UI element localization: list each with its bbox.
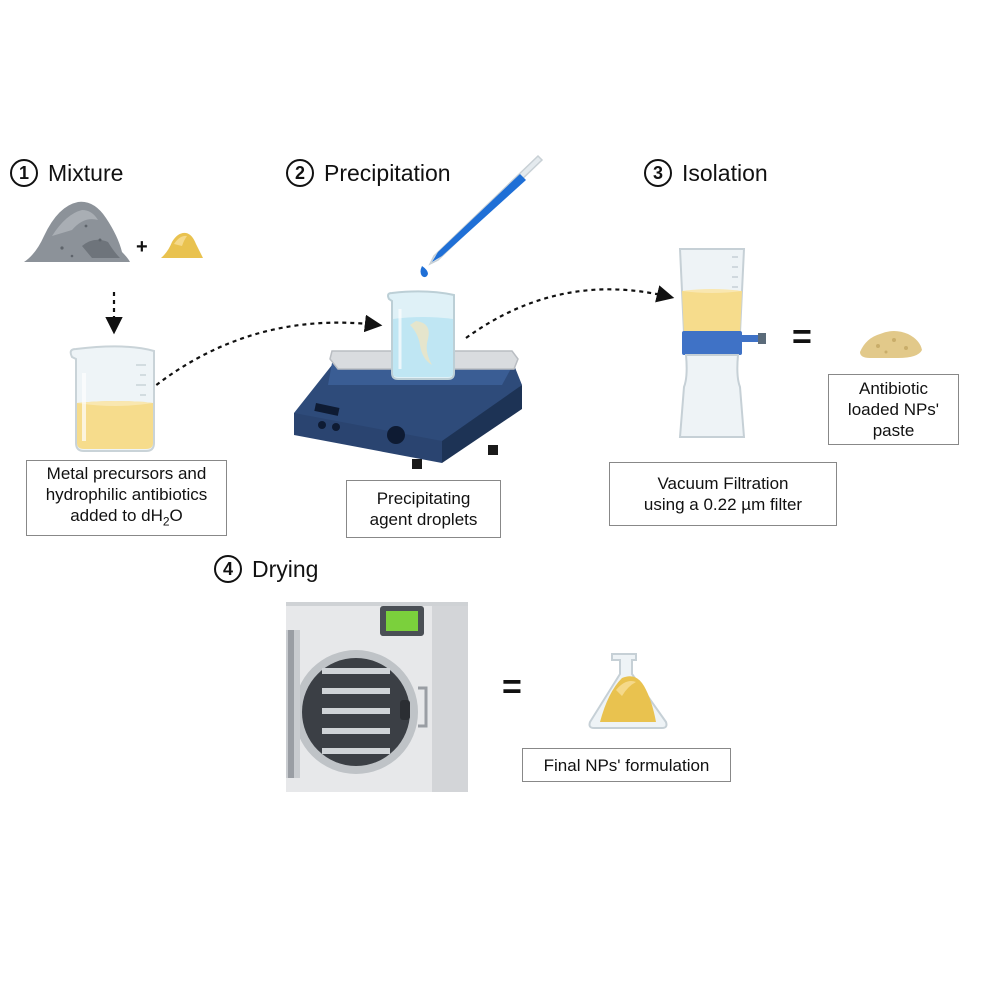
step-1-title: 1 Mixture xyxy=(10,159,123,187)
precipitation-label: Precipitating agent droplets xyxy=(346,480,501,538)
step-1-label: Mixture xyxy=(48,159,124,186)
step-4-number: 4 xyxy=(214,555,242,583)
step-4-title: 4 Drying xyxy=(214,555,318,583)
yellow-powder-pile-icon xyxy=(161,232,203,258)
isolation-label: Vacuum Filtration using a 0.22 µm filter xyxy=(609,462,837,526)
step-2-title: 2 Precipitation xyxy=(286,159,451,187)
beaker-with-solution-icon xyxy=(69,345,155,452)
conical-flask-powder-icon xyxy=(588,653,668,729)
step-4-label: Drying xyxy=(252,555,319,582)
final-formulation-label: Final NPs' formulation xyxy=(522,748,731,782)
step-2-label: Precipitation xyxy=(324,159,451,186)
step-3-label: Isolation xyxy=(682,159,768,186)
dropper-pipette-icon xyxy=(420,154,544,278)
vacuum-filter-unit-icon xyxy=(678,248,766,438)
grey-powder-pile-icon xyxy=(24,201,130,262)
step-3-number: 3 xyxy=(644,159,672,187)
plus-sign: + xyxy=(136,236,148,258)
step-1-number: 1 xyxy=(10,159,38,187)
equals-sign-isolation: = xyxy=(792,318,812,356)
freeze-dryer-icon xyxy=(286,602,468,792)
paste-label: Antibiotic loaded NPs' paste xyxy=(828,374,959,445)
equals-sign-drying: = xyxy=(502,668,522,706)
paste-pile-icon xyxy=(860,331,922,358)
precipitation-beaker-icon xyxy=(387,290,455,380)
mixture-label: Metal precursors and hydrophilic antibio… xyxy=(26,460,227,536)
step-3-title: 3 Isolation xyxy=(644,159,768,187)
step-2-number: 2 xyxy=(286,159,314,187)
